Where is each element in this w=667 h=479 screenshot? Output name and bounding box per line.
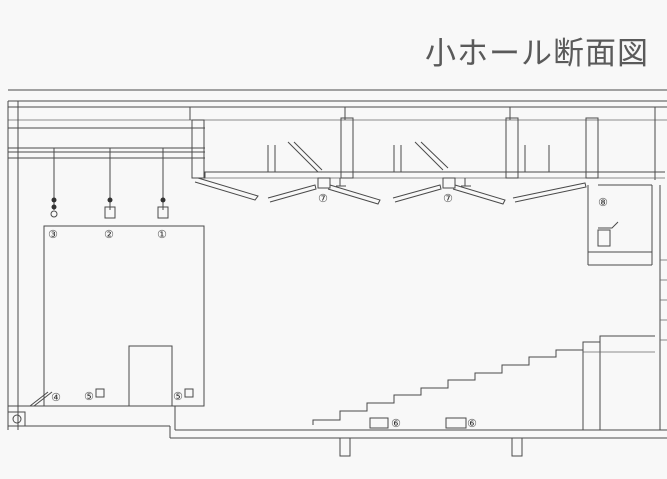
- marker-7-right: ⑦: [443, 192, 453, 205]
- page-title: 小ホール断面図: [425, 36, 649, 72]
- callout-markers: ③ ② ① ④ ⑤ ⑤ ⑦ ⑦ ⑧ ⑥ ⑥: [48, 192, 608, 430]
- stage-area: [8, 225, 667, 439]
- marker-3: ③: [48, 228, 58, 241]
- marker-2: ②: [104, 228, 114, 241]
- roof-structure: [7, 89, 667, 430]
- marker-5-left: ⑤: [84, 390, 94, 403]
- marker-8: ⑧: [598, 196, 608, 209]
- ceiling-reflectors: [194, 177, 587, 205]
- marker-7-left: ⑦: [318, 192, 328, 205]
- fly-battens: [50, 147, 169, 219]
- marker-6-left: ⑥: [391, 417, 401, 430]
- control-room: [587, 184, 667, 430]
- ceiling-trusses: [267, 117, 599, 179]
- marker-5-right: ⑤: [173, 390, 183, 403]
- seating-steps: [312, 335, 655, 457]
- marker-4: ④: [51, 391, 61, 404]
- marker-1: ①: [157, 228, 167, 241]
- fly-gallery: [8, 119, 665, 179]
- marker-6-right: ⑥: [467, 417, 477, 430]
